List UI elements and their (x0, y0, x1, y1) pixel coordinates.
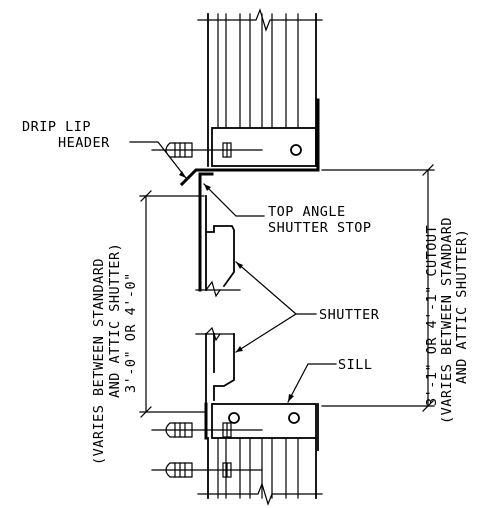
leader-shutter (235, 261, 317, 353)
header-angle (211, 98, 320, 170)
left-dimension-varies-text: (VARIES BETWEEN STANDARD (91, 258, 107, 465)
upper-wall-section (197, 8, 323, 167)
left-dimension-attic-text: AND ATTIC SHUTTER) (107, 243, 123, 398)
lower-wall-section (197, 437, 323, 506)
leader-top-angle (203, 183, 265, 217)
sill-label: SILL (338, 357, 373, 373)
drip-lip-label: DRIP LIP (22, 119, 91, 135)
upper-shutter-slat (195, 195, 241, 298)
right-dimension-value: 3'-1" OR 4'-1" CUTOUT (424, 225, 440, 406)
top-angle-label: TOP ANGLE (268, 204, 346, 220)
left-dimension-line (139, 190, 205, 418)
lower-bolt-2 (151, 462, 263, 478)
top-angle-shutter-stop (198, 172, 214, 292)
sill (204, 402, 319, 451)
lower-shutter-slat (195, 326, 235, 407)
header-label: HEADER (58, 135, 110, 151)
lower-bolt-1 (151, 422, 263, 438)
right-dimension-varies-text: (VARIES BETWEEN STANDARD (439, 217, 455, 424)
drip-lip-header (179, 168, 320, 187)
leader-sill (287, 363, 337, 403)
right-dimension-attic-text: AND ATTIC SHUTTER) (454, 229, 470, 384)
right-dimension-line (321, 164, 435, 412)
left-dimension-value: 3'-0" OR 4'-0" (123, 272, 139, 393)
shutter-label: SHUTTER (319, 307, 380, 323)
leader-drip-lip (129, 141, 187, 179)
shutter-stop-label: SHUTTER STOP (268, 220, 372, 236)
